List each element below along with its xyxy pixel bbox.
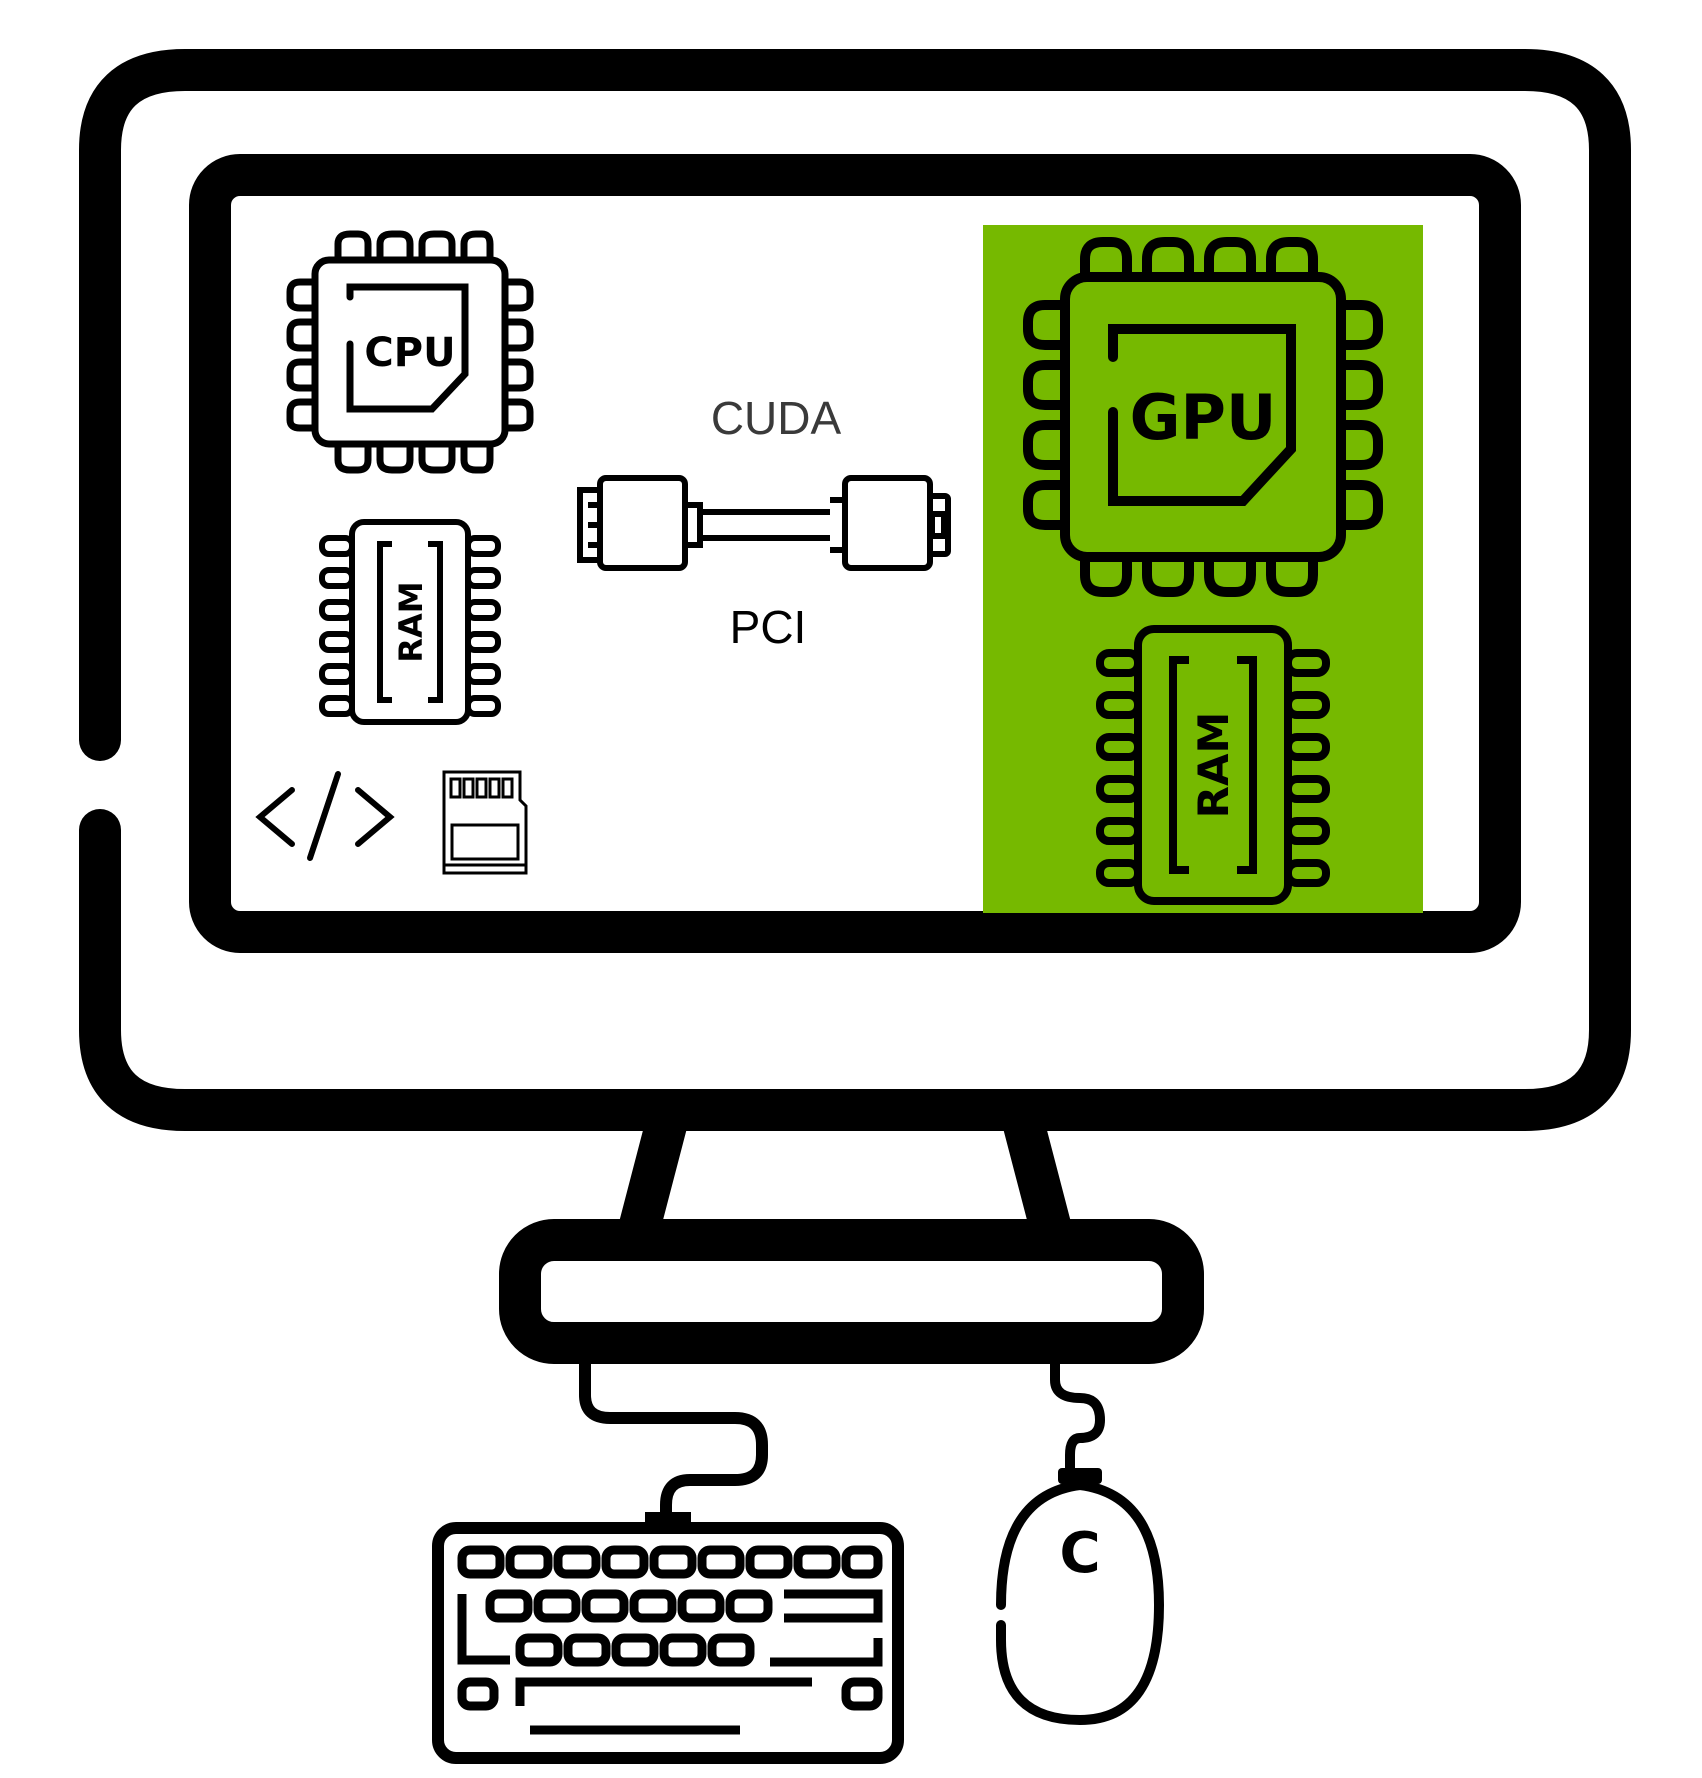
cable-icon [577, 475, 951, 571]
mouse-button-label: C [1059, 1521, 1100, 1586]
monitor-base [499, 1219, 1204, 1364]
cpu-label: CPU [364, 330, 455, 376]
device-ram-label: RAM [1189, 712, 1238, 819]
keyboard-cable [579, 1345, 768, 1518]
cpu-icon: CPU [286, 230, 534, 474]
cuda-label: CUDA [711, 392, 842, 444]
gpu-icon: GPU [1023, 237, 1383, 597]
device-ram-icon: RAM [1096, 625, 1330, 905]
mouse-cable [1050, 1345, 1106, 1470]
sd-card-icon [442, 770, 528, 875]
gpu-label: GPU [1130, 381, 1277, 454]
host-ram-label: RAM [392, 581, 430, 662]
keyboard-icon [432, 1522, 904, 1764]
pci-label: PCI [730, 601, 807, 653]
code-icon [255, 771, 395, 861]
ram-icon: RAM [319, 519, 501, 725]
mouse-icon: C [996, 1468, 1165, 1726]
